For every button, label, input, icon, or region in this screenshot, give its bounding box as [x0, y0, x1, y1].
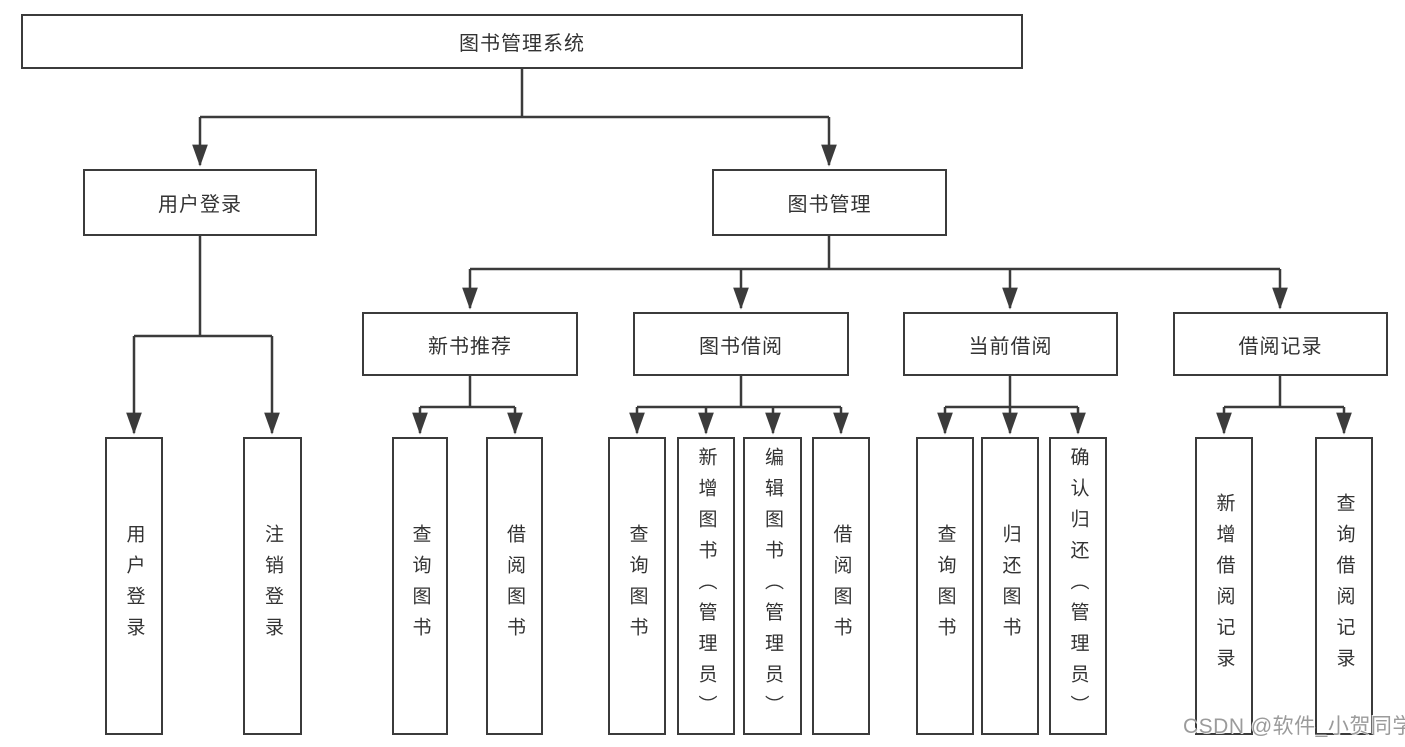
node-user-login: 用户登录 — [83, 169, 317, 236]
leaf-query-books-recommend: 查询图书 — [392, 437, 448, 735]
node-current-borrow-label: 当前借阅 — [968, 335, 1053, 358]
leaf-query-borrow-record: 查询借阅记录 — [1315, 437, 1373, 735]
leaf-logout: 注销登录 — [243, 437, 302, 735]
leaf-edit-books-admin: 编辑图书（管理员） — [743, 437, 802, 735]
node-book-management-label: 图书管理 — [787, 194, 872, 216]
connector-user-login-children — [126, 236, 280, 435]
leaf-return-books: 归还图书 — [981, 437, 1039, 735]
node-book-borrow-label: 图书借阅 — [699, 335, 783, 358]
node-borrow-records-label: 借阅记录 — [1238, 335, 1323, 358]
leaf-borrow-books: 借阅图书 — [812, 437, 870, 735]
leaf-query-books-current: 查询图书 — [916, 437, 974, 735]
node-new-book-recommend: 新书推荐 — [362, 312, 578, 376]
node-current-borrow: 当前借阅 — [903, 312, 1118, 376]
connector-borrow-records-children — [1216, 376, 1352, 435]
leaf-borrow-books-recommend: 借阅图书 — [486, 437, 543, 735]
connector-book-borrow-children — [629, 376, 849, 435]
connector-new-book-children — [412, 376, 523, 435]
node-book-borrow: 图书借阅 — [633, 312, 849, 376]
leaf-add-books-admin: 新增图书（管理员） — [677, 437, 735, 735]
leaf-user-login: 用户登录 — [105, 437, 163, 735]
node-borrow-records: 借阅记录 — [1173, 312, 1388, 376]
node-new-book-recommend-label: 新书推荐 — [428, 335, 512, 358]
node-root: 图书管理系统 — [21, 14, 1023, 69]
leaf-query-books-borrow: 查询图书 — [608, 437, 666, 735]
leaf-confirm-return-admin: 确认归还（管理员） — [1049, 437, 1107, 735]
connector-current-borrow-children — [937, 376, 1086, 435]
node-root-label: 图书管理系统 — [459, 33, 585, 55]
node-book-management: 图书管理 — [712, 169, 947, 236]
connector-root-to-level2 — [192, 69, 837, 167]
leaf-add-borrow-record: 新增借阅记录 — [1195, 437, 1253, 735]
connector-book-management-children — [462, 236, 1288, 310]
node-user-login-label: 用户登录 — [158, 194, 242, 216]
watermark: CSDN @软件_小贺同学 — [1183, 715, 1405, 738]
